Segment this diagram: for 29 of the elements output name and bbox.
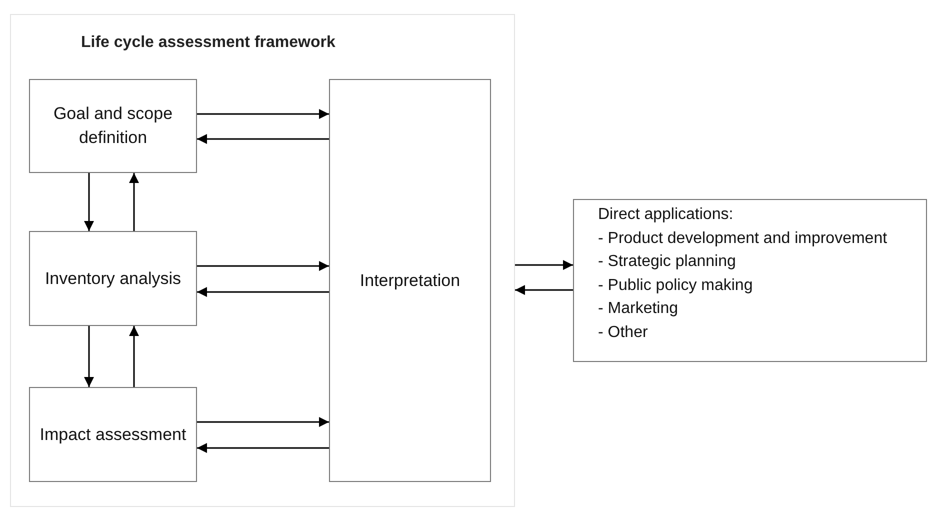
applications-box [573,199,927,362]
process-box [29,231,197,326]
arrow [197,109,329,119]
process-box [329,79,491,482]
list-item: - Other [598,322,648,342]
list-item: - Marketing [598,299,678,319]
process-box [29,387,197,482]
arrow [515,260,573,270]
arrow [197,287,329,297]
arrow [197,261,329,271]
box-heading: Direct applications: [598,205,734,225]
box-label: Interpretation [360,270,460,292]
box-label: Goal and scope definition [52,103,174,149]
arrow [515,285,573,295]
arrow [129,326,139,387]
box-label: Inventory analysis [44,268,182,290]
arrow [197,443,329,453]
process-box [29,79,197,173]
box-label: Impact assessment [40,424,186,446]
framework-panel [10,14,515,507]
arrow [129,173,139,231]
arrow [84,326,94,387]
list-item: - Product development and improvement [598,228,888,248]
arrow [197,134,329,144]
list-item: - Public policy making [598,276,753,296]
arrow [197,417,329,427]
list-item: - Strategic planning [598,252,736,272]
arrow [84,173,94,231]
panel-heading: Life cycle assessment framework [81,33,336,53]
